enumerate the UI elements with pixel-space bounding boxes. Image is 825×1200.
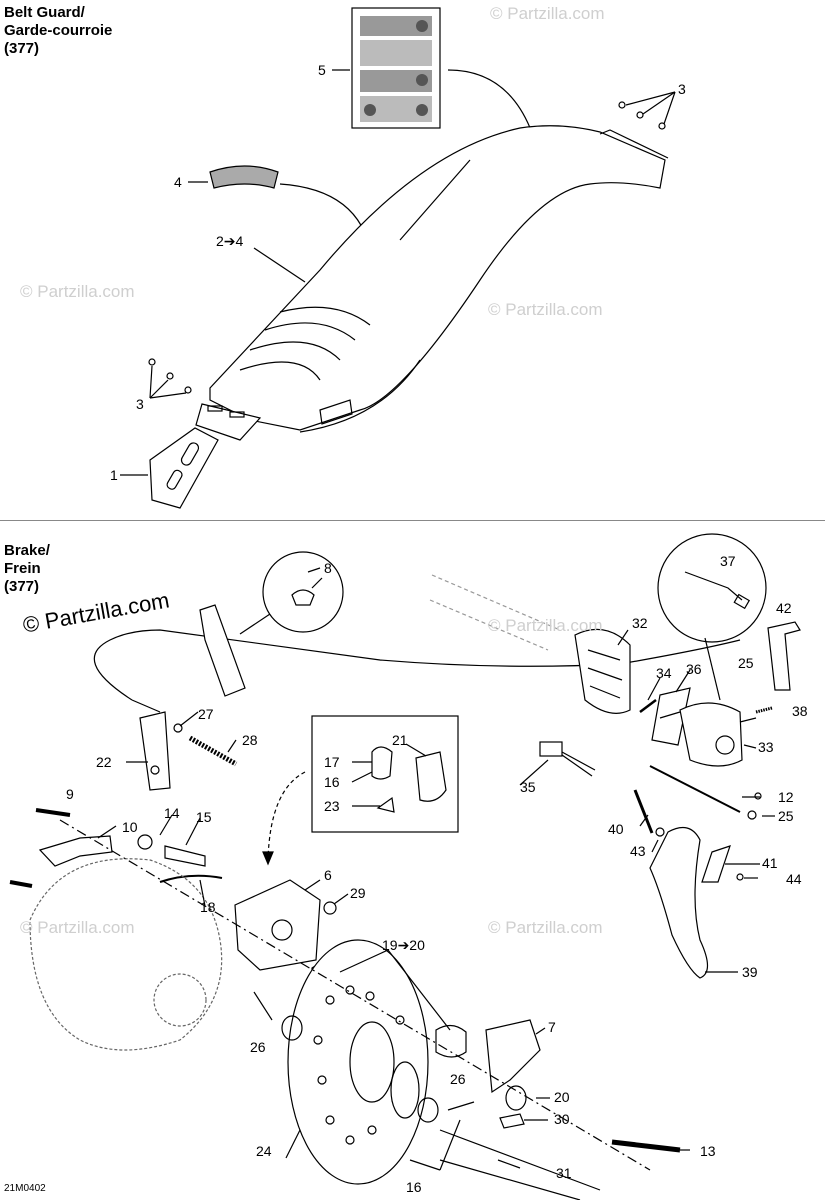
part-label: 19➔20 [382,937,425,953]
detail-circle-8 [262,551,344,633]
nut-3-bottom [148,358,192,399]
part-label: 5 [318,62,326,78]
part-label: 32 [632,615,648,631]
part-label: 20 [554,1089,570,1105]
part-label: 25 [778,808,794,824]
brake-cable [93,629,621,701]
part-label: 17 [324,754,340,770]
switch-35 [539,741,563,757]
part-label: 1 [110,467,118,483]
decal-5 [351,7,441,129]
plate-36 [651,687,691,746]
part-label: 40 [608,821,624,837]
part-label: 27 [198,706,214,722]
part-label: 28 [242,732,258,748]
part-label: 37 [720,553,736,569]
part-label: 43 [630,843,646,859]
nut-3-top [618,91,676,130]
detail-circle-37 [657,533,767,643]
title-line-3: (377) [4,578,40,595]
inset-box [311,715,459,833]
part-label: 36 [686,661,702,677]
part-label: 10 [122,819,138,835]
part-label: 3 [136,396,144,412]
watermark: © Partzilla.com [488,918,603,937]
pin-42 [767,621,801,691]
watermark: © Partzilla.com [490,4,605,23]
part-label: 39 [742,964,758,980]
part-label: 42 [776,600,792,616]
part-label: 18 [200,899,216,915]
bracket-7 [485,1019,541,1094]
part-label: 26 [250,1039,266,1055]
watermark: © Partzilla.com [488,300,603,319]
bracket-1 [149,427,219,509]
belt-guard-2 [195,125,669,441]
section-title-brake: Brake/ Frein (377) [4,542,50,596]
part-label: 23 [324,798,340,814]
part-label: 15 [196,809,212,825]
brake-disc-24 [287,939,429,1185]
part-label: 6 [324,867,332,883]
lever-housing-32 [574,628,631,714]
part-label: 16 [406,1179,422,1195]
title-line-3: (377) [4,40,40,57]
part-label: 13 [700,1143,716,1159]
brake-lever-39 [649,826,709,979]
part-label: 9 [66,786,74,802]
part-label: 21 [392,732,408,748]
part-label: 2➔4 [216,233,244,249]
part-label: 26 [450,1071,466,1087]
title-line-2: Frein [4,560,41,577]
part-label: 29 [350,885,366,901]
section-title-belt-guard: Belt Guard/ Garde-courroie (377) [4,4,112,58]
part-label: 38 [792,703,808,719]
watermark: © Partzilla.com [20,918,135,937]
watermark: © Partzilla.com [488,616,603,635]
part-label: 3 [678,81,686,97]
watermark: © Partzilla.com [20,282,135,301]
section-divider [0,520,825,521]
master-cylinder-33 [679,702,743,767]
part-label: 22 [96,754,112,770]
part-label: 30 [554,1111,570,1127]
part-label: 34 [656,665,672,681]
part-label: 7 [548,1019,556,1035]
part-label: 25 [738,655,754,671]
part-label: 14 [164,805,180,821]
caliper-6 [234,879,321,971]
part-label: 12 [778,789,794,805]
figure-code: 21M0402 [4,1183,46,1194]
part-label: 44 [786,871,802,887]
warning-decal-4 [209,165,279,189]
part-label: 31 [556,1165,572,1181]
title-line-1: Belt Guard/ [4,4,85,21]
bracket-22 [139,711,171,791]
part-label: 8 [324,560,332,576]
part-label: 4 [174,174,182,190]
title-line-1: Brake/ [4,542,50,559]
part-label: 41 [762,855,778,871]
part-label: 35 [520,779,536,795]
gearcase-dotted [29,858,223,1051]
part-label: 16 [324,774,340,790]
part-label: 24 [256,1143,272,1159]
title-line-2: Garde-courroie [4,22,113,39]
part-label: 33 [758,739,774,755]
